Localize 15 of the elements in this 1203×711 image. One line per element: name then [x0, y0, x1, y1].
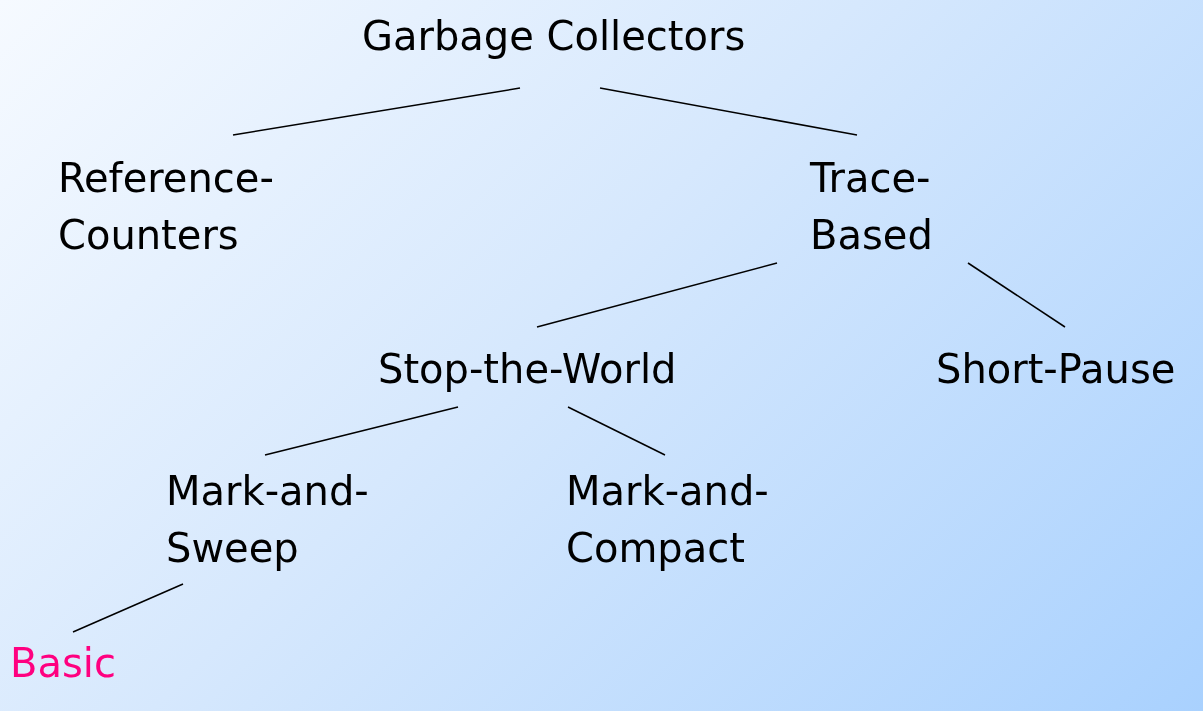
node-label: Reference- Counters [58, 154, 275, 260]
node-label: Trace- Based [810, 154, 934, 260]
connector-line [232, 87, 521, 136]
node-label: Stop-the-World [378, 345, 678, 394]
connector-line [967, 262, 1066, 328]
connector-line [264, 406, 459, 456]
node-label: Short-Pause [936, 345, 1177, 394]
node-label: Garbage Collectors [362, 12, 747, 61]
connector-line [599, 87, 858, 136]
connector-line [536, 262, 778, 328]
connector-line [72, 583, 184, 633]
node-label: Basic [10, 639, 117, 688]
node-label: Mark-and- Compact [566, 467, 770, 573]
connector-line [567, 406, 666, 456]
node-label: Mark-and- Sweep [166, 467, 370, 573]
